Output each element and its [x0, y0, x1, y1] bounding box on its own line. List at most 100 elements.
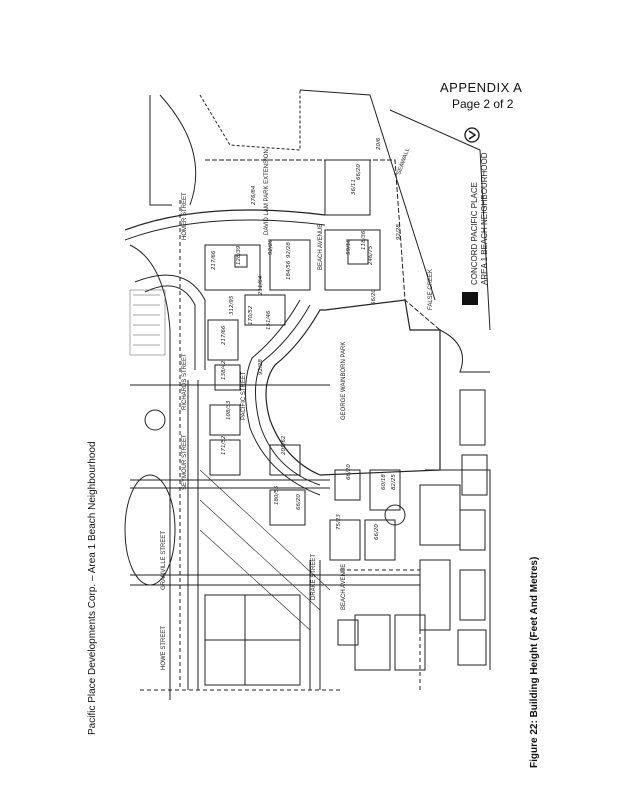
street-curve: [244, 299, 321, 496]
building-block: [459, 389, 486, 446]
building-block: [459, 569, 486, 621]
property-line: [340, 569, 421, 690]
appendix-label: APPENDIX A: [440, 80, 523, 95]
building-block: [457, 629, 487, 666]
building-height-label: 180/55: [274, 485, 280, 505]
building-block: [324, 229, 381, 291]
street-curve: [124, 219, 326, 241]
building-height-label: 184/56: [286, 260, 292, 280]
street-label: SEYMOUR STREET: [182, 434, 188, 490]
building-block: [269, 489, 306, 526]
building-height-label: 66/20: [346, 464, 352, 480]
building-height-label: 36/11: [351, 179, 357, 195]
building-height-label: 92/28: [286, 242, 292, 258]
street-label: PACIFIC STREET: [241, 371, 247, 420]
building-block: [394, 614, 426, 671]
street-curve: [254, 304, 321, 486]
building-height-label: 205/62: [281, 435, 287, 455]
building-block: [334, 469, 361, 501]
boundary-line: [149, 95, 172, 206]
shoreline: [389, 109, 491, 331]
seawall-label: SEAWALL: [396, 147, 411, 176]
logo-mark: [462, 292, 478, 305]
building-height-label: 92/28: [258, 359, 264, 375]
parking-area: [129, 289, 166, 356]
building-height-label: 92/28: [268, 239, 274, 255]
hatch-line: [199, 469, 331, 591]
traffic-circle: [144, 409, 166, 431]
building-height-label: 170/52: [248, 305, 254, 325]
parking-stripes: [133, 294, 160, 346]
building-block: [461, 454, 488, 496]
building-height-label: 151/46: [266, 310, 272, 330]
north-arrow-icon: [464, 127, 480, 143]
building-block: [364, 519, 396, 561]
building-height-label: 312/95: [229, 295, 235, 315]
david-lam-label: DAVID LAM PARK EXTENSION: [264, 149, 270, 235]
site-boundary: [425, 469, 491, 670]
building-block: [207, 319, 239, 361]
title-line-2: AREA 1 BEACH NEIGHBOURHOOD: [480, 152, 489, 285]
street-label: HOMER STREET: [182, 192, 188, 240]
building-block: [324, 159, 371, 216]
building-height-label: 66/20: [296, 494, 302, 510]
building-block: [214, 364, 241, 391]
building-height-label: 276/84: [251, 185, 257, 205]
street-label: RICHARDS STREET: [182, 353, 188, 410]
traffic-circle: [384, 504, 406, 526]
street-label: GRANVILLE STREET: [161, 531, 167, 590]
park-outline: [265, 299, 441, 476]
building-height-label: 128/39: [236, 245, 242, 265]
circle-feature: [124, 474, 176, 586]
building-block: [269, 444, 301, 476]
street-label-beach-1: BEACH AVENUE: [318, 224, 324, 270]
street-curve: [124, 209, 326, 231]
building-block: [347, 239, 369, 265]
boundary-line: [199, 90, 301, 151]
hatch-line: [199, 529, 311, 631]
building-height-label: 66/20: [374, 524, 380, 540]
shoreline: [439, 329, 490, 373]
shoreline: [299, 89, 436, 301]
boundary-line: [159, 94, 197, 206]
building-height-label: 118/36: [361, 230, 367, 250]
building-height-label: 92/28: [396, 224, 402, 240]
building-block: [329, 519, 361, 561]
building-block: [269, 239, 311, 291]
building-height-label: 20/6: [376, 137, 382, 150]
false-creek-label: FALSE CREEK: [428, 269, 434, 310]
building-height-label: 211/64: [258, 275, 264, 295]
building-height-label: 217/66: [211, 250, 217, 270]
building-height-label: 246/75: [368, 245, 374, 265]
building-block: [337, 619, 359, 646]
street-curve: [134, 274, 206, 370]
building-height-label: 60/18: [381, 474, 387, 490]
street-label: DRAKE STREET: [311, 554, 317, 600]
building-block: [209, 439, 241, 476]
page-number: Page 2 of 2: [452, 97, 514, 111]
building-height-label: 66/20: [371, 289, 377, 305]
building-block: [244, 294, 286, 326]
building-block: [209, 404, 241, 436]
building-block: [419, 484, 461, 546]
building-height-label: 66/20: [356, 164, 362, 180]
street-label-beach-2: BEACH AVENUE: [341, 564, 347, 610]
street-curve: [144, 285, 196, 370]
building-height-label: 59/18: [346, 239, 352, 255]
building-block: [369, 469, 401, 511]
building-block: [234, 254, 248, 268]
street-label: HOWE STREET: [161, 626, 167, 670]
building-height-label: 138/42: [221, 360, 227, 380]
building-block: [204, 244, 261, 291]
title-line-1: CONCORD PACIFIC PLACE: [470, 182, 479, 285]
building-height-label: 108/33: [226, 400, 232, 420]
building-block: [459, 509, 486, 551]
building-height-label: 171/52: [221, 435, 227, 455]
building-height-label: 217/66: [221, 325, 227, 345]
building-block: [354, 614, 391, 671]
park-label: GEORGE WAINBORN PARK: [341, 342, 347, 420]
building-height-label: 82/25: [391, 474, 397, 490]
street-curve: [129, 244, 171, 700]
